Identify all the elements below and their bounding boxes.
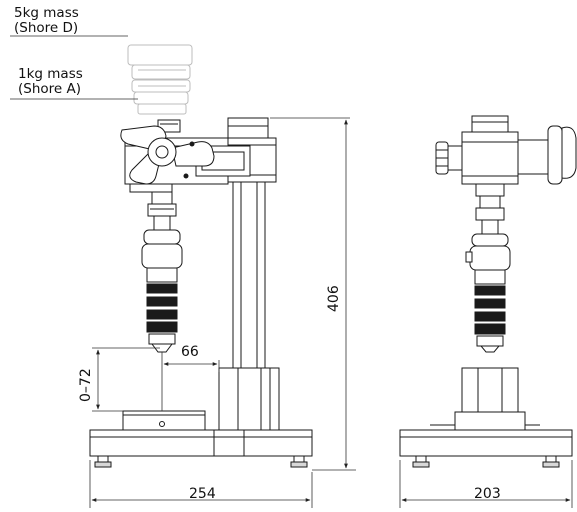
base-width-label: 254 bbox=[189, 486, 216, 502]
front-base-plate bbox=[89, 429, 313, 468]
ghost-mass-weights bbox=[127, 44, 193, 115]
side-column-block bbox=[454, 367, 526, 431]
column-base-block bbox=[218, 367, 280, 431]
support-column bbox=[232, 179, 266, 369]
side-base-plate bbox=[399, 424, 573, 468]
mass-1kg-label: 1kg mass bbox=[18, 66, 83, 82]
side-spindle bbox=[465, 195, 511, 353]
dimension-lines bbox=[10, 35, 573, 508]
anvil-table bbox=[122, 410, 206, 431]
mass-1kg-shore-label: (Shore A) bbox=[18, 81, 82, 97]
mass-5kg-shore-label: (Shore D) bbox=[14, 20, 79, 36]
front-view bbox=[89, 44, 313, 468]
reach-dimension-label: 66 bbox=[181, 344, 199, 360]
height-dimension-label: 406 bbox=[326, 285, 342, 312]
mass-5kg-label: 5kg mass bbox=[14, 5, 79, 21]
gap-dimension-label: 0–72 bbox=[78, 368, 94, 402]
base-depth-label: 203 bbox=[474, 486, 501, 502]
side-view bbox=[399, 115, 577, 468]
side-head bbox=[435, 115, 577, 197]
handwheel bbox=[120, 119, 215, 185]
indenter-spindle bbox=[141, 191, 183, 353]
